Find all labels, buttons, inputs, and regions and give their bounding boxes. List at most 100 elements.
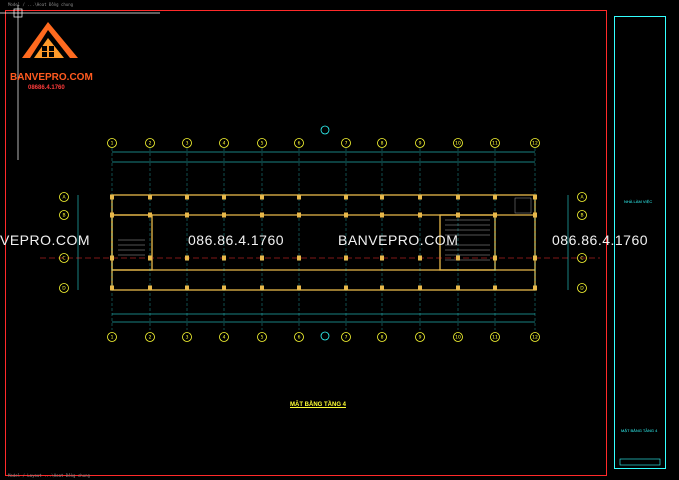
grid-bubble-10	[453, 138, 463, 148]
grid-bubble-label-10: 10	[455, 335, 461, 341]
grid-bubble-2	[145, 332, 155, 342]
grid-bubble-label-2: 2	[149, 335, 152, 341]
grid-bubble-label-10: 10	[455, 141, 461, 147]
grid-bubble-label-11: 11	[492, 335, 498, 341]
column-5	[260, 255, 264, 261]
grid-bubble-8	[377, 138, 387, 148]
columns	[110, 194, 537, 291]
column-11	[493, 194, 497, 200]
grid-bubble-12	[530, 332, 540, 342]
grid-lines	[111, 148, 536, 330]
grid-bubble-label-12: 12	[532, 335, 538, 341]
column-7	[344, 194, 348, 200]
grid-bubble-label-4: 4	[223, 335, 226, 341]
column-3	[185, 212, 189, 218]
column-10	[456, 212, 460, 218]
dimension-lines	[77, 151, 569, 323]
grid-bubble-label-C: C	[580, 256, 583, 262]
grid-bubble-label-1: 1	[111, 335, 114, 341]
sheet-frame	[5, 10, 607, 476]
column-4	[222, 194, 226, 200]
grid-bubble-4	[219, 138, 229, 148]
grid-bubble-10	[453, 332, 463, 342]
grid-bubble-label-B: B	[62, 213, 65, 219]
column-1	[110, 255, 114, 261]
grid-bubble-label-C: C	[62, 256, 65, 262]
column-3	[185, 255, 189, 261]
grid-bubble-label-5: 5	[261, 335, 264, 341]
logo-house-icon	[22, 22, 78, 58]
grid-bubble-9	[415, 332, 425, 342]
column-3	[185, 285, 189, 291]
grid-bubble-label-3: 3	[186, 335, 189, 341]
column-12	[533, 285, 537, 291]
grid-bubble-label-11: 11	[492, 141, 498, 147]
model-tab-top[interactable]: Model / ...\Hoat Đồng chung	[8, 2, 74, 7]
column-10	[456, 255, 460, 261]
grid-bubble-A	[577, 192, 587, 202]
column-2	[148, 285, 152, 291]
column-6	[297, 212, 301, 218]
column-2	[148, 194, 152, 200]
title-block-cell	[619, 458, 661, 466]
column-8	[380, 194, 384, 200]
building-walls	[111, 194, 536, 291]
column-12	[533, 212, 537, 218]
column-2	[148, 255, 152, 261]
title-block-project: NHÀ LÀM VIỆC	[624, 199, 653, 204]
grid-bubble-D	[577, 283, 587, 293]
column-6	[297, 194, 301, 200]
column-1	[110, 285, 114, 291]
column-4	[222, 212, 226, 218]
column-4	[222, 255, 226, 261]
grid-bubble-label-2: 2	[149, 141, 152, 147]
column-8	[380, 285, 384, 291]
grid-bubble-1	[107, 332, 117, 342]
column-7	[344, 285, 348, 291]
grid-bubble-label-4: 4	[223, 141, 226, 147]
grid-bubble-label-12: 12	[532, 141, 538, 147]
watermark-mid-brand: BANVEPRO.COM	[338, 232, 459, 248]
column-12	[533, 194, 537, 200]
column-9	[418, 285, 422, 291]
grid-bubble-5	[257, 138, 267, 148]
grid-bubble-12	[530, 138, 540, 148]
grid-bubble-label-D: D	[62, 286, 66, 292]
grid-bubble-label-8: 8	[381, 335, 384, 341]
drawing-title: MẶT BẰNG TẦNG 4	[290, 402, 346, 408]
column-4	[222, 285, 226, 291]
column-9	[418, 255, 422, 261]
column-5	[260, 285, 264, 291]
grid-bubble-B	[577, 210, 587, 220]
title-block-sheet-name: MẶT BẰNG TẦNG 4	[621, 428, 658, 433]
column-11	[493, 285, 497, 291]
stair-hatching	[118, 197, 532, 261]
column-6	[297, 255, 301, 261]
grid-bubble-6	[294, 332, 304, 342]
model-tab-bottom[interactable]: Model / Layout ...\Hoat Đồng chung	[8, 473, 90, 478]
grid-bubble-7	[341, 332, 351, 342]
column-2	[148, 212, 152, 218]
grid-bubble-label-A: A	[580, 195, 584, 201]
watermark-mid-phone: 086.86.4.1760	[188, 232, 285, 248]
grid-bubble-label-7: 7	[345, 335, 348, 341]
section-marker-icon	[320, 125, 330, 135]
grid-bubble-label-5: 5	[261, 141, 264, 147]
column-6	[297, 285, 301, 291]
column-7	[344, 255, 348, 261]
column-11	[493, 255, 497, 261]
column-10	[456, 194, 460, 200]
column-5	[260, 212, 264, 218]
column-11	[493, 212, 497, 218]
column-8	[380, 255, 384, 261]
column-9	[418, 212, 422, 218]
grid-bubble-C	[577, 253, 587, 263]
grid-bubble-C	[59, 253, 69, 263]
column-9	[418, 194, 422, 200]
grid-bubble-label-A: A	[62, 195, 66, 201]
grid-bubble-label-B: B	[580, 213, 583, 219]
section-marker-icon	[320, 331, 330, 341]
column-3	[185, 194, 189, 200]
